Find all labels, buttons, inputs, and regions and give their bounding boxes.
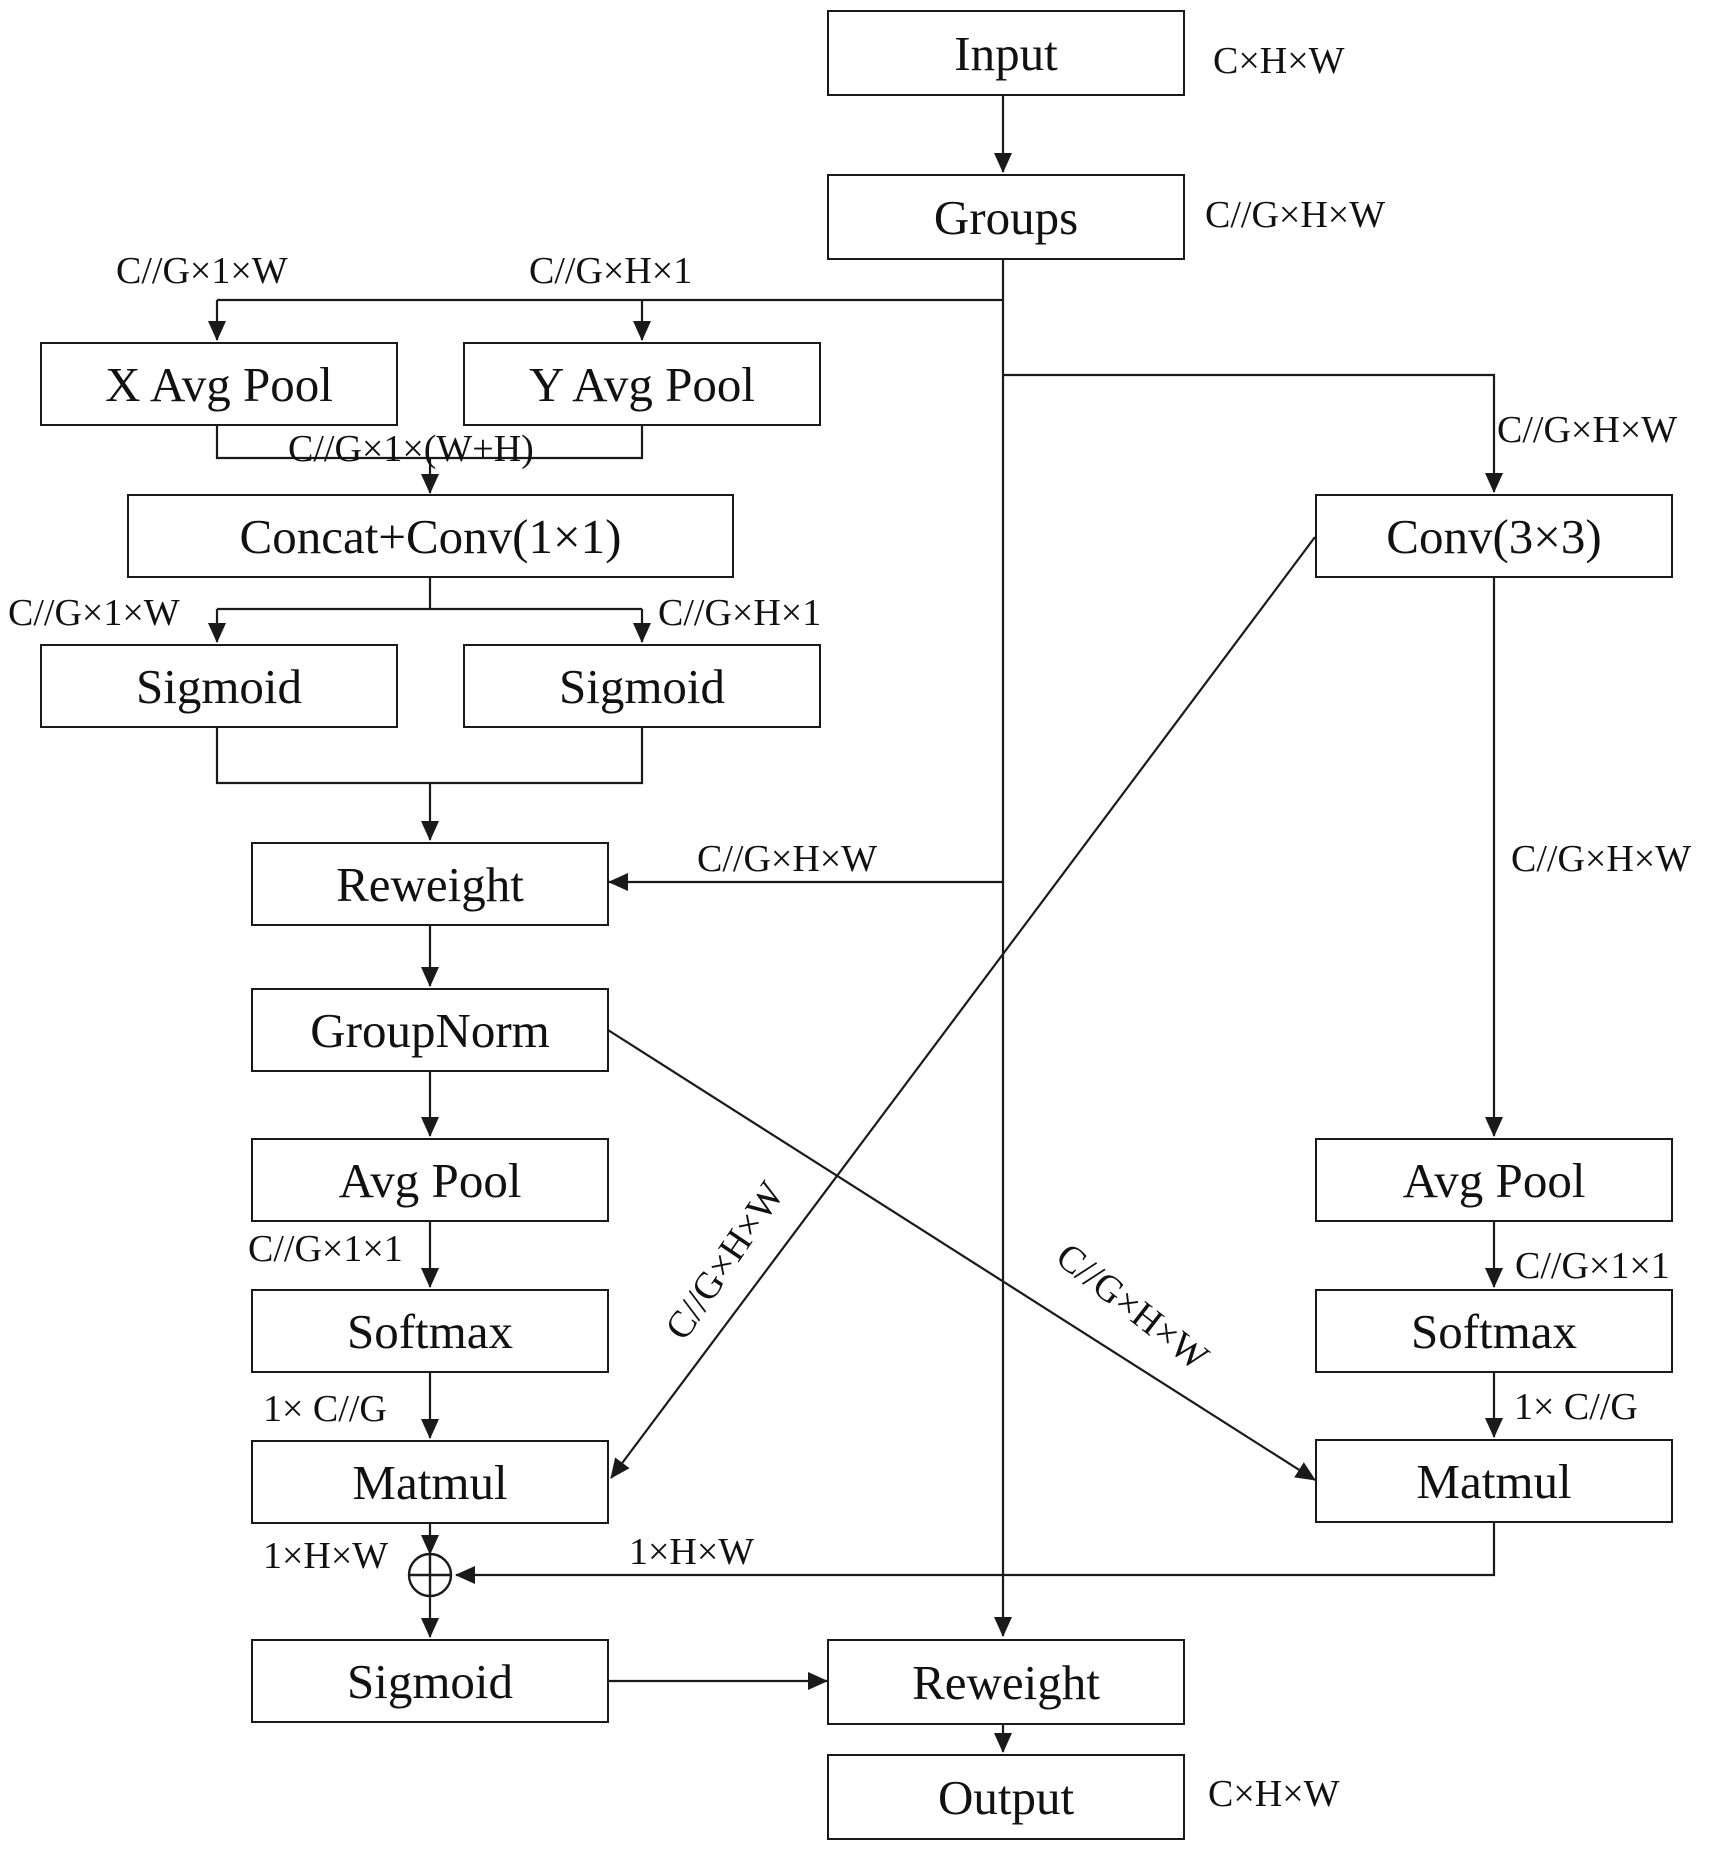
node-conv3x3: Conv(3×3) bbox=[1315, 494, 1673, 578]
label-softmax-right-out: 1× C//G bbox=[1514, 1386, 1638, 1428]
label-matmul-left-out: 1×H×W bbox=[263, 1535, 389, 1577]
label-x-pool-in: C//G×1×W bbox=[116, 250, 288, 292]
node-groups: Groups bbox=[827, 174, 1185, 260]
label-y-pool-in: C//G×H×1 bbox=[529, 250, 693, 292]
label-sig-right-in: C//G×H×1 bbox=[656, 592, 824, 634]
node-concat-conv: Concat+Conv(1×1) bbox=[127, 494, 734, 578]
node-matmul-right: Matmul bbox=[1315, 1439, 1673, 1523]
edge-matmul-right-plus bbox=[455, 1523, 1496, 1584]
node-y-avg-pool: Y Avg Pool bbox=[463, 342, 821, 426]
node-avgpool-right: Avg Pool bbox=[1315, 1138, 1673, 1222]
node-reweight-mid: Reweight bbox=[251, 842, 609, 926]
label-reweight-in: C//G×H×W bbox=[697, 838, 878, 880]
label-conv3-out: C//G×H×W bbox=[1511, 838, 1692, 880]
node-avgpool-left: Avg Pool bbox=[251, 1138, 609, 1222]
edge-branch-conv3 bbox=[1003, 373, 1503, 493]
edge-diag-gn-matmul bbox=[607, 1029, 1316, 1481]
node-sigmoid-left: Sigmoid bbox=[40, 644, 398, 728]
label-softmax-left-out: 1× C//G bbox=[263, 1388, 387, 1430]
node-groupnorm: GroupNorm bbox=[251, 988, 609, 1072]
node-output: Output bbox=[827, 1754, 1185, 1840]
edge-sig-merge bbox=[215, 727, 644, 785]
label-matmul-right-out: 1×H×W bbox=[629, 1531, 755, 1573]
node-sigmoid-bottom: Sigmoid bbox=[251, 1639, 609, 1723]
label-groups-dim: C//G×H×W bbox=[1205, 194, 1386, 236]
node-sigmoid-right: Sigmoid bbox=[463, 644, 821, 728]
label-conv3-in: C//G×H×W bbox=[1497, 409, 1678, 451]
node-input: Input bbox=[827, 10, 1185, 96]
label-avgpool-right-out: C//G×1×1 bbox=[1515, 1245, 1670, 1287]
label-input-dim: C×H×W bbox=[1213, 40, 1345, 82]
edge-diag-conv3-matmul bbox=[610, 536, 1316, 1479]
label-avgpool-left-out: C//G×1×1 bbox=[248, 1228, 403, 1270]
node-matmul-left: Matmul bbox=[251, 1440, 609, 1524]
node-softmax-left: Softmax bbox=[251, 1289, 609, 1373]
node-softmax-right: Softmax bbox=[1315, 1289, 1673, 1373]
node-x-avg-pool: X Avg Pool bbox=[40, 342, 398, 426]
label-sig-left-in: C//G×1×W bbox=[6, 592, 182, 634]
label-output-dim: C×H×W bbox=[1208, 1773, 1340, 1815]
label-concat-in: C//G×1×(W+H) bbox=[288, 428, 534, 470]
node-reweight-bottom: Reweight bbox=[827, 1639, 1185, 1725]
